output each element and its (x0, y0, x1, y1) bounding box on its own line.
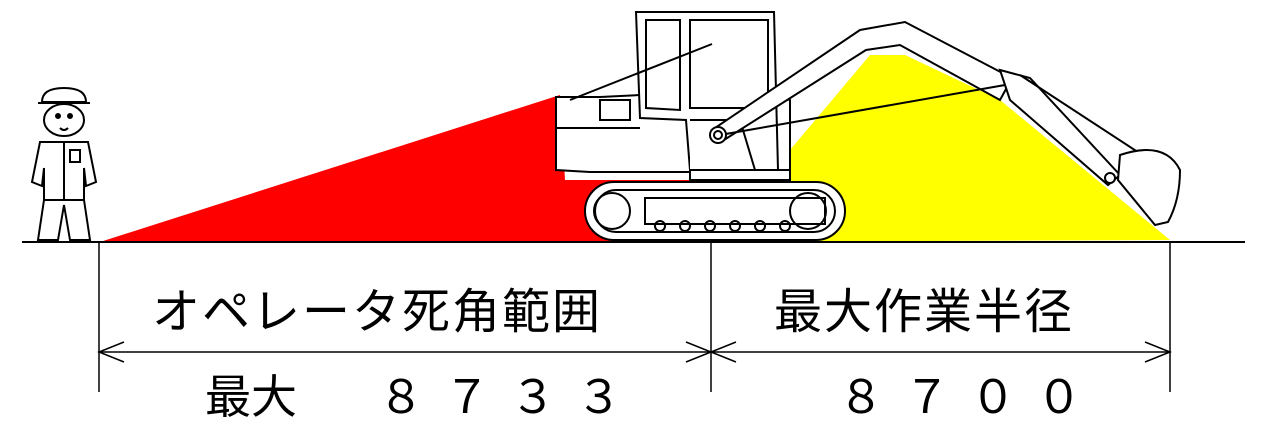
blind-spot-value: ８７３３ (378, 370, 642, 424)
excavator-bucket (1116, 149, 1182, 227)
blind-spot-area (100, 95, 690, 242)
excavator-boom (710, 20, 1014, 142)
excavator (555, 11, 1182, 241)
work-radius-value: ８７００ (838, 370, 1102, 424)
blind-spot-label: オペレータ死角範囲 (152, 284, 603, 340)
worker-figure (30, 86, 98, 241)
work-radius-label: 最大作業半径 (774, 284, 1075, 340)
dimension-lines (96, 242, 1173, 392)
blind-spot-prefix: 最大 (205, 370, 297, 424)
